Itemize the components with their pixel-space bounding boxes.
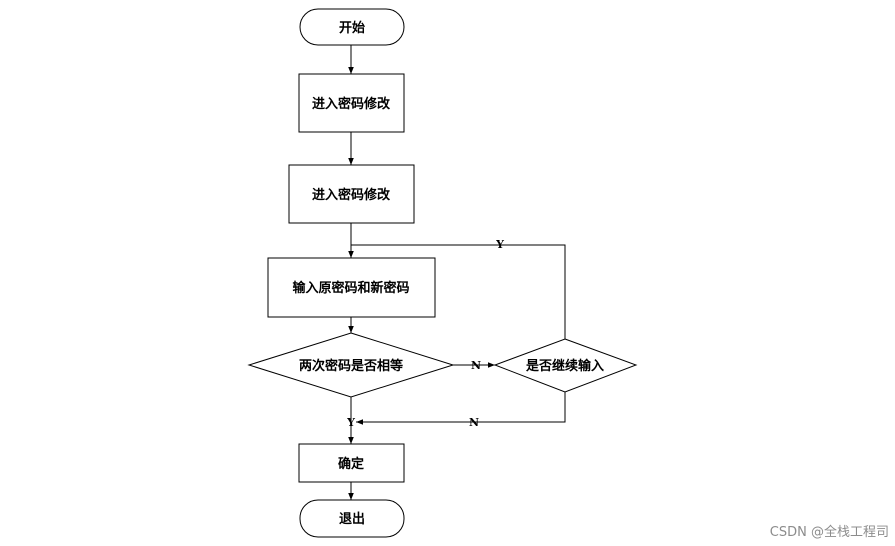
edge-continue-no — [356, 392, 566, 425]
start-label: 开始 — [339, 20, 365, 36]
match-yes-label: Y — [346, 416, 355, 429]
continue-input-decision — [493, 338, 638, 393]
input-passwords-step — [267, 257, 436, 318]
continue-yes-label: Y — [495, 238, 504, 251]
continue-no-label: N — [469, 416, 479, 429]
enter-password-change-step-2 — [288, 164, 415, 224]
start-node — [299, 8, 405, 46]
csdn-watermark: CSDN @全栈工程司 — [769, 525, 889, 540]
confirm-step — [298, 443, 405, 483]
enter-password-change-label-2: 进入密码修改 — [312, 187, 391, 203]
enter-password-change-step-1 — [298, 73, 405, 133]
passwords-match-label: 两次密码是否相等 — [299, 358, 403, 374]
passwords-match-decision — [247, 332, 455, 398]
edge-continue-yes — [351, 244, 566, 339]
confirm-label: 确定 — [338, 456, 364, 472]
enter-password-change-label-1: 进入密码修改 — [312, 96, 391, 112]
end-label: 退出 — [339, 511, 365, 527]
continue-input-label: 是否继续输入 — [525, 358, 604, 374]
input-passwords-label: 输入原密码和新密码 — [292, 280, 409, 296]
match-no-label: N — [471, 359, 481, 372]
end-node — [299, 499, 405, 538]
